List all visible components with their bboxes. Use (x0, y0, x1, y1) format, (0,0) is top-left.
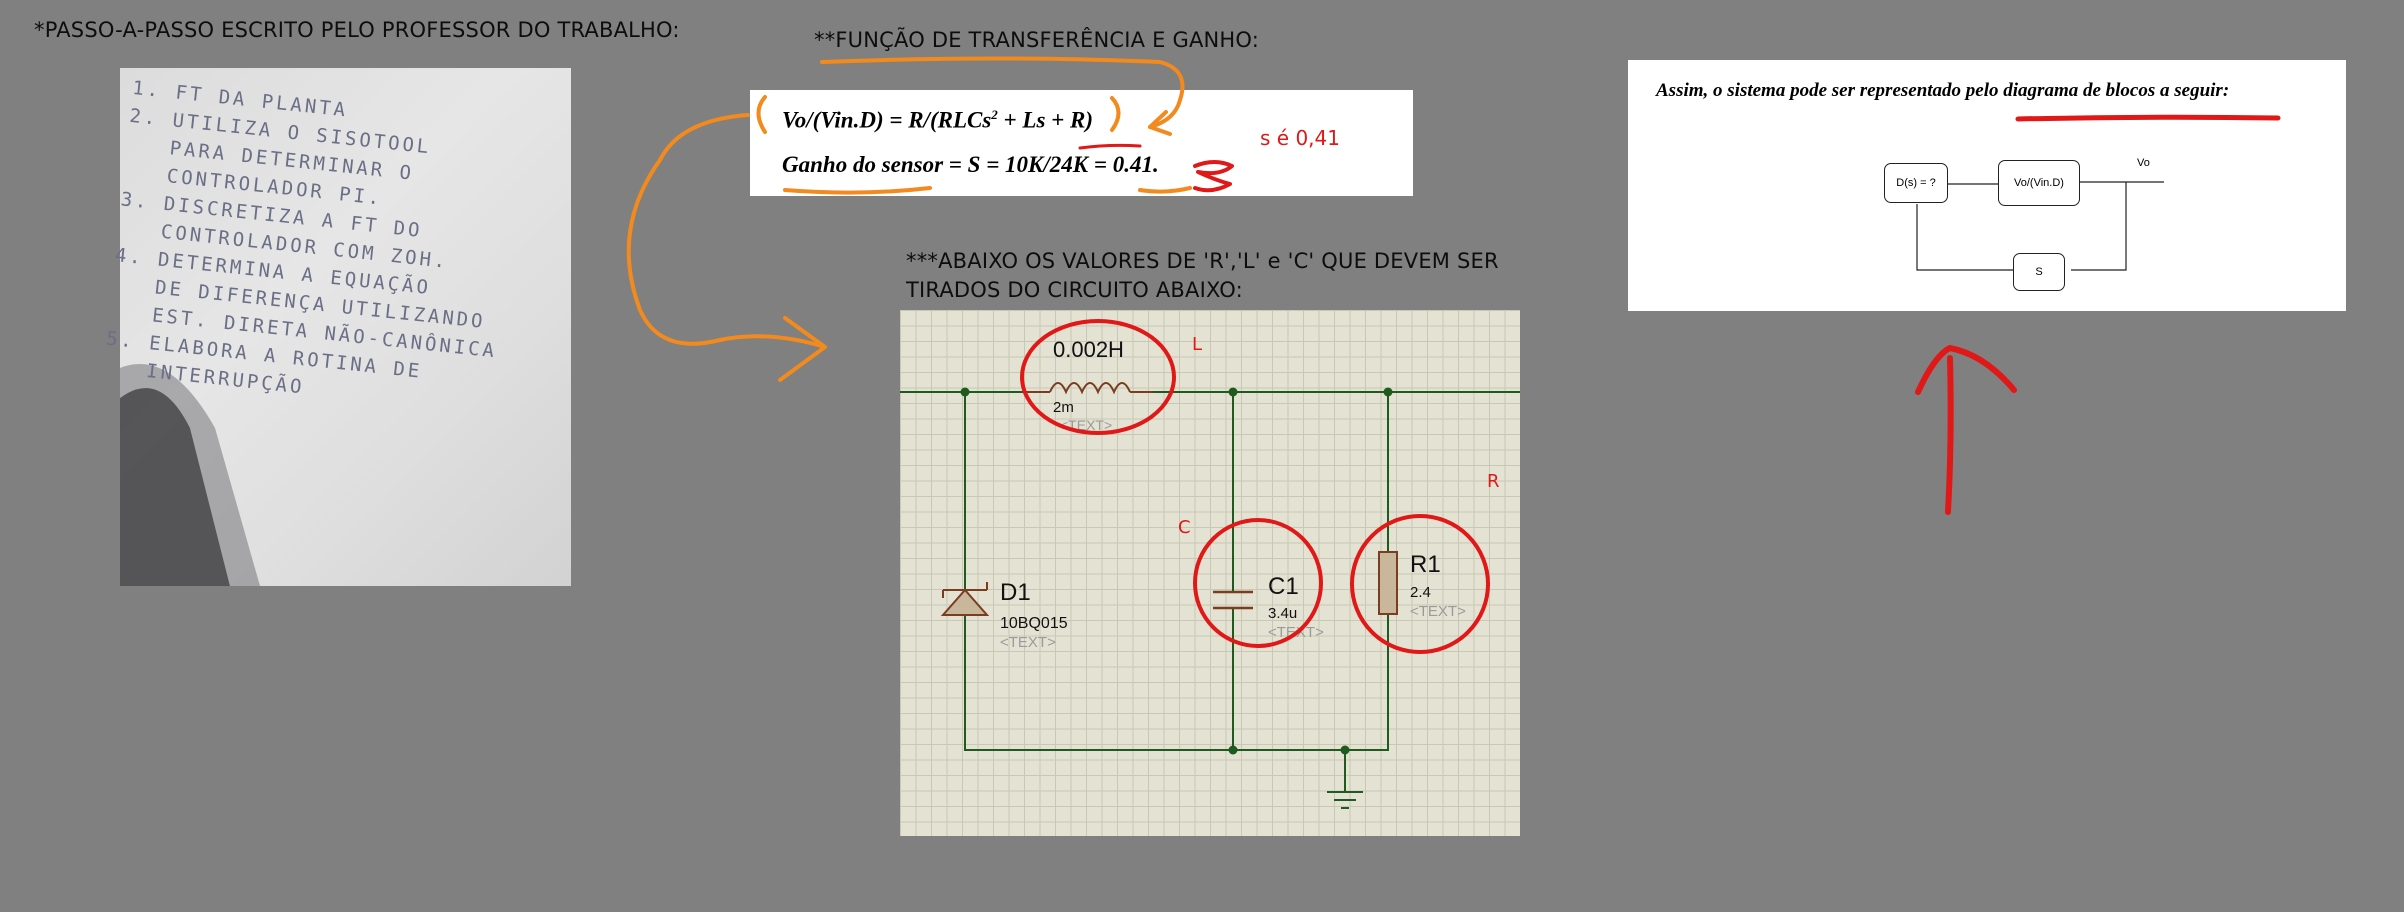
label-L-annotation: L (1192, 334, 1203, 355)
capacitor-name: C1 (1268, 573, 1299, 600)
inductor-symbol (1025, 382, 1153, 395)
values-heading-line2: TIRADOS DO CIRCUITO ABAIXO: (906, 278, 1243, 302)
values-heading-line1: ***ABAIXO OS VALORES DE 'R','L' e 'C' QU… (906, 249, 1499, 273)
ground-symbol (1327, 791, 1363, 809)
label-C-annotation: C (1178, 517, 1191, 538)
feedback-block: S (2013, 253, 2065, 291)
plant-block: Vo/(Vin.D) (1998, 160, 2080, 206)
red-circle-capacitor (1193, 518, 1323, 648)
red-underline-ls (1078, 143, 1142, 150)
sensor-gain-equation: Ganho do sensor = S = 10K/24K = 0.41. (782, 152, 1159, 177)
junction-dot (1228, 387, 1238, 397)
equation-exponent: 2 (991, 107, 998, 122)
transfer-function-equation: Vo/(Vin.D) = R/(RLCs2 + Ls + R) (782, 107, 1093, 134)
diode-symbol (940, 582, 990, 616)
diode-name: D1 (1000, 579, 1031, 606)
red-arrow-shaft (1945, 355, 1954, 515)
block-diagram-caption: Assim, o sistema pode ser representado p… (1656, 80, 2230, 101)
orange-arrow-tip (778, 316, 827, 382)
orange-underline-value (1138, 186, 1192, 194)
inductor-value: 2m (1053, 399, 1074, 416)
controller-block: D(s) = ? (1884, 163, 1948, 203)
junction-dot (960, 387, 970, 397)
professor-steps-heading: *PASSO-A-PASSO ESCRITO PELO PROFESSOR DO… (34, 18, 680, 42)
label-R-annotation: R (1487, 471, 1500, 492)
red-scribble-gain (1193, 160, 1234, 193)
orange-bracket-right (1110, 96, 1121, 132)
junction-dot (1383, 387, 1393, 397)
orange-arrow-head (1148, 110, 1172, 136)
red-circle-inductor (1020, 319, 1176, 435)
diode-part: 10BQ015 (1000, 615, 1068, 632)
equation-suffix: + Ls + R) (997, 107, 1094, 133)
photo-shadow (120, 364, 260, 586)
output-label: Vo (2137, 157, 2150, 169)
resistor-placeholder: <TEXT> (1410, 603, 1466, 620)
transfer-function-heading: **FUNÇÃO DE TRANSFERÊNCIA E GANHO: (814, 28, 1260, 52)
transfer-function-box: Vo/(Vin.D) = R/(RLCs2 + Ls + R) Ganho do… (750, 90, 1413, 196)
orange-underline-sensor (783, 186, 932, 195)
capacitor-value: 3.4u (1268, 605, 1297, 622)
resistor-symbol (1378, 551, 1398, 615)
equation-prefix: Vo/(Vin.D) = R/(RLCs (782, 107, 992, 133)
block-diagram-lines: Vo (1916, 157, 2164, 271)
circuit-drawing: 0.002H 2m <TEXT> D1 10BQ015 <TEXT> C1 3.… (900, 337, 1520, 809)
junction-dot (1340, 745, 1350, 755)
red-arrow-head (1915, 345, 2017, 395)
orange-bracket-left (756, 95, 767, 134)
inductor-name: 0.002H (1053, 337, 1124, 362)
capacitor-symbol (1213, 590, 1253, 610)
orange-underline-heading (820, 56, 1185, 129)
orange-curved-arrow (626, 113, 827, 349)
red-circle-resistor (1350, 514, 1490, 654)
circuit-schematic: 0.002H 2m <TEXT> D1 10BQ015 <TEXT> C1 3.… (900, 310, 1520, 836)
red-underline-caption (2015, 114, 2281, 122)
resistor-value: 2.4 (1410, 584, 1431, 601)
diode-placeholder: <TEXT> (1000, 634, 1056, 651)
junction-dot (1228, 745, 1238, 755)
s-value-annotation: s é 0,41 (1260, 126, 1340, 150)
resistor-name: R1 (1410, 551, 1441, 578)
block-diagram-panel: Assim, o sistema pode ser representado p… (1628, 60, 2346, 311)
